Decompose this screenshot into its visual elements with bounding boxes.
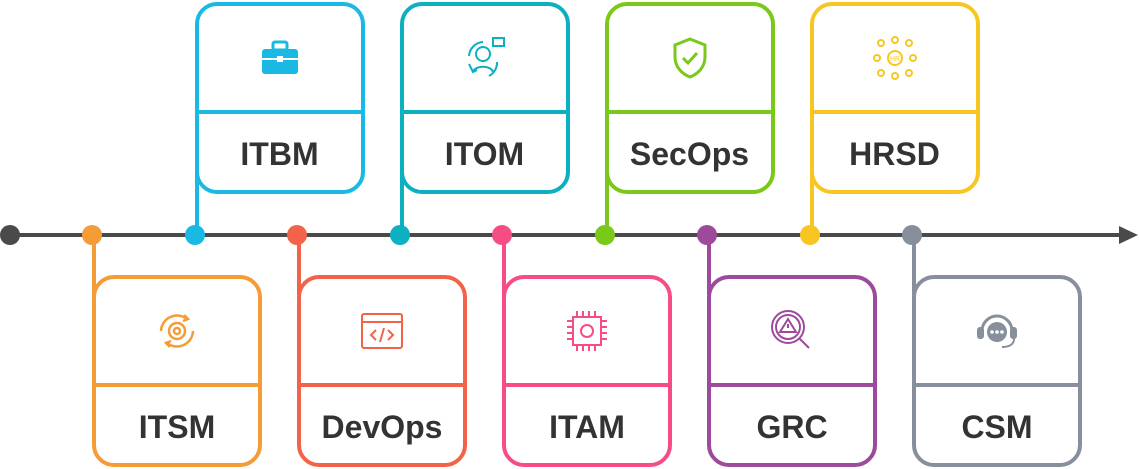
timeline-dot-itbm [184, 225, 205, 245]
connector-line [399, 170, 404, 235]
gear-cycle-icon [155, 309, 199, 353]
timeline-dot-itam [492, 225, 512, 245]
timeline-dot-csm [902, 225, 922, 245]
connector-line [707, 235, 711, 295]
timeline-axis [10, 233, 1125, 237]
card-itam[interactable]: ITAM [502, 275, 672, 467]
code-window-icon [360, 312, 404, 350]
connector-line [92, 235, 96, 295]
card-itbm[interactable]: ITBM [194, 2, 365, 194]
svg-text:HR: HR [889, 56, 899, 63]
card-label: CSM [961, 408, 1033, 445]
card-icon-area [506, 279, 668, 387]
timeline-dot-hrsd [799, 225, 820, 245]
connector-line [297, 235, 301, 295]
card-label: ITOM [444, 135, 525, 172]
card-devops[interactable]: DevOps [297, 275, 467, 467]
connector-line [604, 170, 609, 235]
timeline-dot-grc [697, 225, 717, 245]
card-csm[interactable]: CSM [912, 275, 1082, 467]
timeline-dot-itsm [82, 225, 102, 245]
card-grc[interactable]: GRC [707, 275, 877, 467]
chip-gear-icon [565, 309, 609, 353]
card-icon-area [711, 279, 873, 387]
card-secops[interactable]: SecOps [604, 2, 775, 194]
timeline-dot-itom [389, 225, 410, 245]
timeline-dot-devops [287, 225, 307, 245]
card-icon-area [916, 279, 1078, 387]
card-icon-area [403, 6, 566, 114]
card-label: SecOps [629, 135, 750, 172]
connector-line [809, 170, 814, 235]
card-label: ITAM [549, 408, 625, 445]
card-hrsd[interactable]: HR HRSD [809, 2, 980, 194]
card-label: ITBM [240, 135, 319, 172]
card-icon-area [608, 6, 771, 114]
connector-line [194, 170, 199, 235]
card-label: GRC [756, 408, 828, 445]
card-icon-area [198, 6, 361, 114]
card-label: ITSM [138, 408, 216, 445]
hr-network-icon: HR [872, 36, 918, 80]
card-icon-area [96, 279, 258, 387]
connector-line [912, 235, 916, 295]
card-label: HRSD [849, 135, 940, 172]
headset-chat-icon [974, 311, 1020, 351]
timeline-arrowhead [1119, 226, 1138, 244]
card-icon-area [301, 279, 463, 387]
connector-line [502, 235, 506, 295]
timeline-start-dot [0, 225, 20, 245]
timeline-dot-secops [594, 225, 615, 245]
support-agent-icon [463, 36, 507, 80]
risk-search-icon [769, 308, 815, 354]
card-itsm[interactable]: ITSM [92, 275, 262, 467]
card-label: DevOps [321, 408, 443, 445]
briefcase-icon [260, 40, 300, 76]
shield-check-icon [670, 36, 710, 80]
card-icon-area: HR [813, 6, 976, 114]
card-itom[interactable]: ITOM [399, 2, 570, 194]
